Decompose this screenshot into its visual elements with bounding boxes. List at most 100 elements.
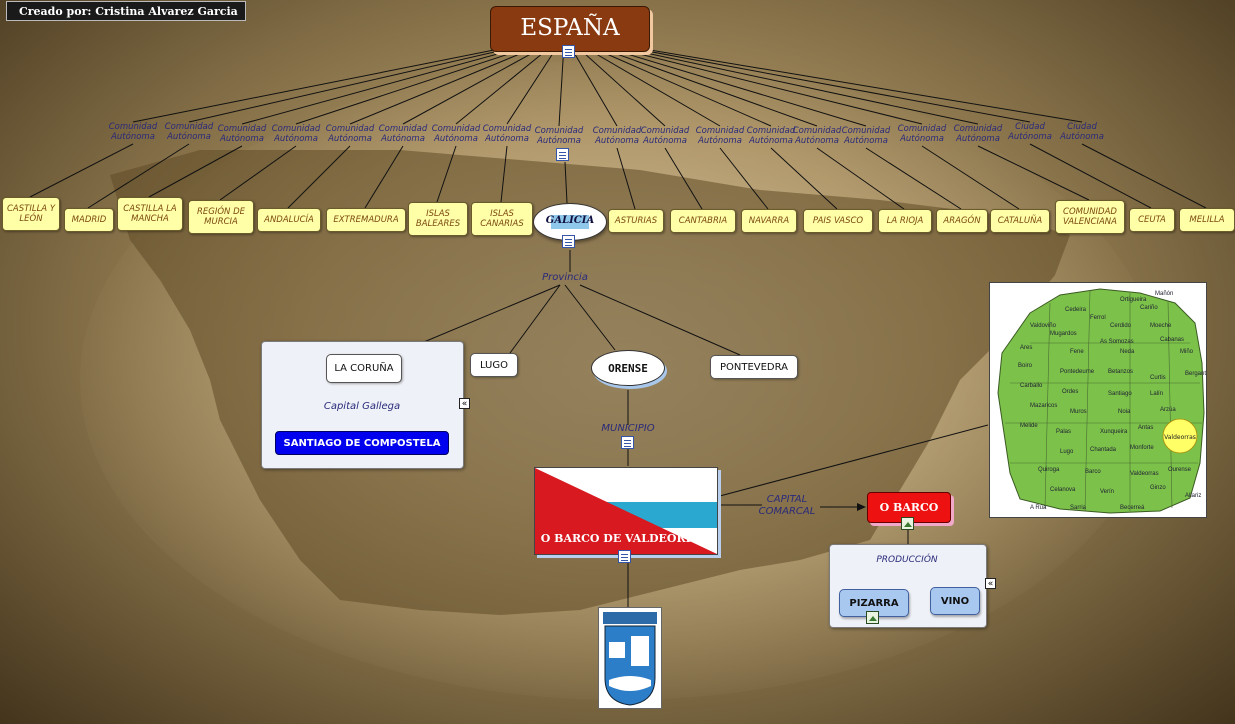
map-label: Chantada [1090, 447, 1117, 453]
barco-flag-graphic [535, 468, 717, 554]
region-label: ANDALUCÍA [264, 215, 314, 225]
map-label: Bergantiños [1185, 371, 1206, 377]
province-label: PONTEVEDRA [719, 361, 789, 373]
santiago-node[interactable]: SANTIAGO DE COMPOSTELA [275, 431, 449, 455]
relation-label: Comunidad Autónoma [592, 126, 642, 146]
region-node[interactable]: CANTABRIA [670, 209, 736, 233]
shield-icon [603, 612, 657, 706]
map-label: Ourense [1168, 467, 1192, 473]
relation-label: Comunidad Autónoma [695, 126, 745, 146]
relation-label: Ciudad Autónoma [1060, 122, 1104, 142]
image-icon[interactable] [901, 517, 914, 530]
relation-label: Comunidad Autónoma [792, 126, 842, 146]
province-lugo[interactable]: LUGO [470, 353, 518, 377]
santiago-label: SANTIAGO DE COMPOSTELA [283, 437, 441, 449]
map-label: A Rúa [1030, 505, 1047, 511]
map-label: Valdoviño [1030, 323, 1057, 329]
map-label: Boiro [1018, 363, 1033, 369]
region-node[interactable]: EXTREMADURA [326, 208, 406, 232]
map-label: Ferrol [1090, 315, 1106, 321]
galicia-node[interactable]: GALICIA [533, 203, 607, 241]
map-label: Muros [1070, 409, 1087, 415]
relation-label: Comunidad Autónoma [431, 124, 481, 144]
document-icon[interactable] [562, 235, 575, 248]
region-node[interactable]: ARAGÓN [936, 209, 988, 233]
relation-label: Comunidad Autónoma [953, 124, 1003, 144]
region-node[interactable]: ISLAS BALEARES [408, 202, 468, 236]
map-label: Cedeira [1065, 307, 1087, 313]
document-icon[interactable] [618, 550, 631, 563]
map-label: Mañón [1155, 291, 1173, 297]
region-label: CEUTA [1138, 215, 1166, 225]
region-label: MELILLA [1189, 215, 1225, 225]
root-node-espana[interactable]: ESPAÑA [490, 6, 650, 52]
map-label: Mugardos [1050, 331, 1077, 337]
map-label: Quiroga [1038, 467, 1060, 473]
region-label: PAIS VASCO [812, 216, 864, 226]
map-label: Betanzos [1108, 369, 1133, 375]
region-node[interactable]: CEUTA [1129, 208, 1175, 232]
region-label: CATALUÑA [997, 216, 1043, 226]
region-node[interactable]: CATALUÑA [990, 209, 1050, 233]
region-node[interactable]: NAVARRA [741, 209, 797, 233]
galicia-map-graphic: Valdeorras OrtigueiraCedeiraMañónFerrolC… [997, 288, 1206, 514]
map-label: Monforte [1130, 445, 1154, 451]
map-label: Valdeorras [1130, 471, 1159, 477]
credit-box: Creado por: Cristina Alvarez Garcia [6, 1, 246, 21]
relation-label: Comunidad Autónoma [534, 126, 584, 146]
region-node[interactable]: MADRID [64, 208, 114, 232]
region-node[interactable]: MELILLA [1179, 208, 1235, 232]
region-label: MADRID [71, 215, 107, 225]
product-label: PIZARRA [849, 597, 899, 609]
map-label: Cariño [1140, 305, 1158, 311]
region-node[interactable]: ANDALUCÍA [257, 208, 321, 232]
region-label: CASTILLA Y LEÓN [6, 204, 56, 224]
map-label: Allariz [1185, 493, 1201, 499]
map-label: Xunqueira [1100, 429, 1128, 435]
municipio-label-text: O BARCO DE VALDEORRAS [540, 532, 712, 545]
map-label: Moeche [1150, 323, 1172, 329]
map-label: Pontedeume [1060, 369, 1095, 375]
map-label: Neda [1120, 349, 1135, 355]
map-label: Lugo [1060, 449, 1074, 455]
relation-label: Comunidad Autónoma [108, 122, 158, 142]
region-node[interactable]: LA RIOJA [878, 209, 932, 233]
map-label: Barco [1085, 469, 1101, 475]
province-la-coruna[interactable]: LA CORUÑA [326, 354, 402, 383]
region-label: LA RIOJA [886, 216, 924, 226]
document-icon[interactable] [562, 45, 575, 58]
produccion-label: PRODUCCIÓN [876, 555, 938, 565]
region-node[interactable]: CASTILLA Y LEÓN [2, 197, 60, 231]
relation-label: Comunidad Autónoma [325, 124, 375, 144]
region-node[interactable]: REGIÓN DE MURCIA [188, 200, 254, 234]
region-node[interactable]: CASTILLA LA MANCHA [117, 197, 183, 231]
relation-label: Comunidad Autónoma [378, 124, 428, 144]
collapse-icon[interactable]: « [985, 578, 996, 589]
relation-label: Ciudad Autónoma [1008, 122, 1052, 142]
region-label: ISLAS BALEARES [415, 209, 461, 229]
region-label: EXTREMADURA [333, 215, 399, 225]
product-vino[interactable]: VINO [930, 587, 980, 615]
region-node[interactable]: ASTURIAS [608, 209, 664, 233]
o-barco-label: O BARCO [879, 501, 939, 514]
image-icon[interactable] [866, 611, 879, 624]
relation-label: Comunidad Autónoma [897, 124, 947, 144]
collapse-icon[interactable]: « [459, 398, 470, 409]
provincia-label: Provincia [542, 272, 588, 283]
document-icon[interactable] [556, 148, 569, 161]
region-node[interactable]: ISLAS CANARIAS [471, 202, 533, 236]
region-label: ASTURIAS [614, 216, 658, 226]
document-icon[interactable] [621, 436, 634, 449]
region-label: ARAGÓN [943, 216, 981, 226]
province-orense[interactable]: ORENSE [591, 350, 665, 386]
map-label: Ares [1020, 345, 1032, 351]
province-pontevedra[interactable]: PONTEVEDRA [710, 355, 798, 379]
map-label: Noia [1118, 409, 1131, 415]
province-label: LA CORUÑA [334, 363, 394, 374]
region-node[interactable]: COMUNIDAD VALENCIANA [1055, 200, 1125, 234]
municipio-flag-node[interactable]: O BARCO DE VALDEORRAS [534, 467, 718, 555]
region-node[interactable]: PAIS VASCO [803, 209, 873, 233]
map-label: Celanova [1050, 487, 1076, 493]
